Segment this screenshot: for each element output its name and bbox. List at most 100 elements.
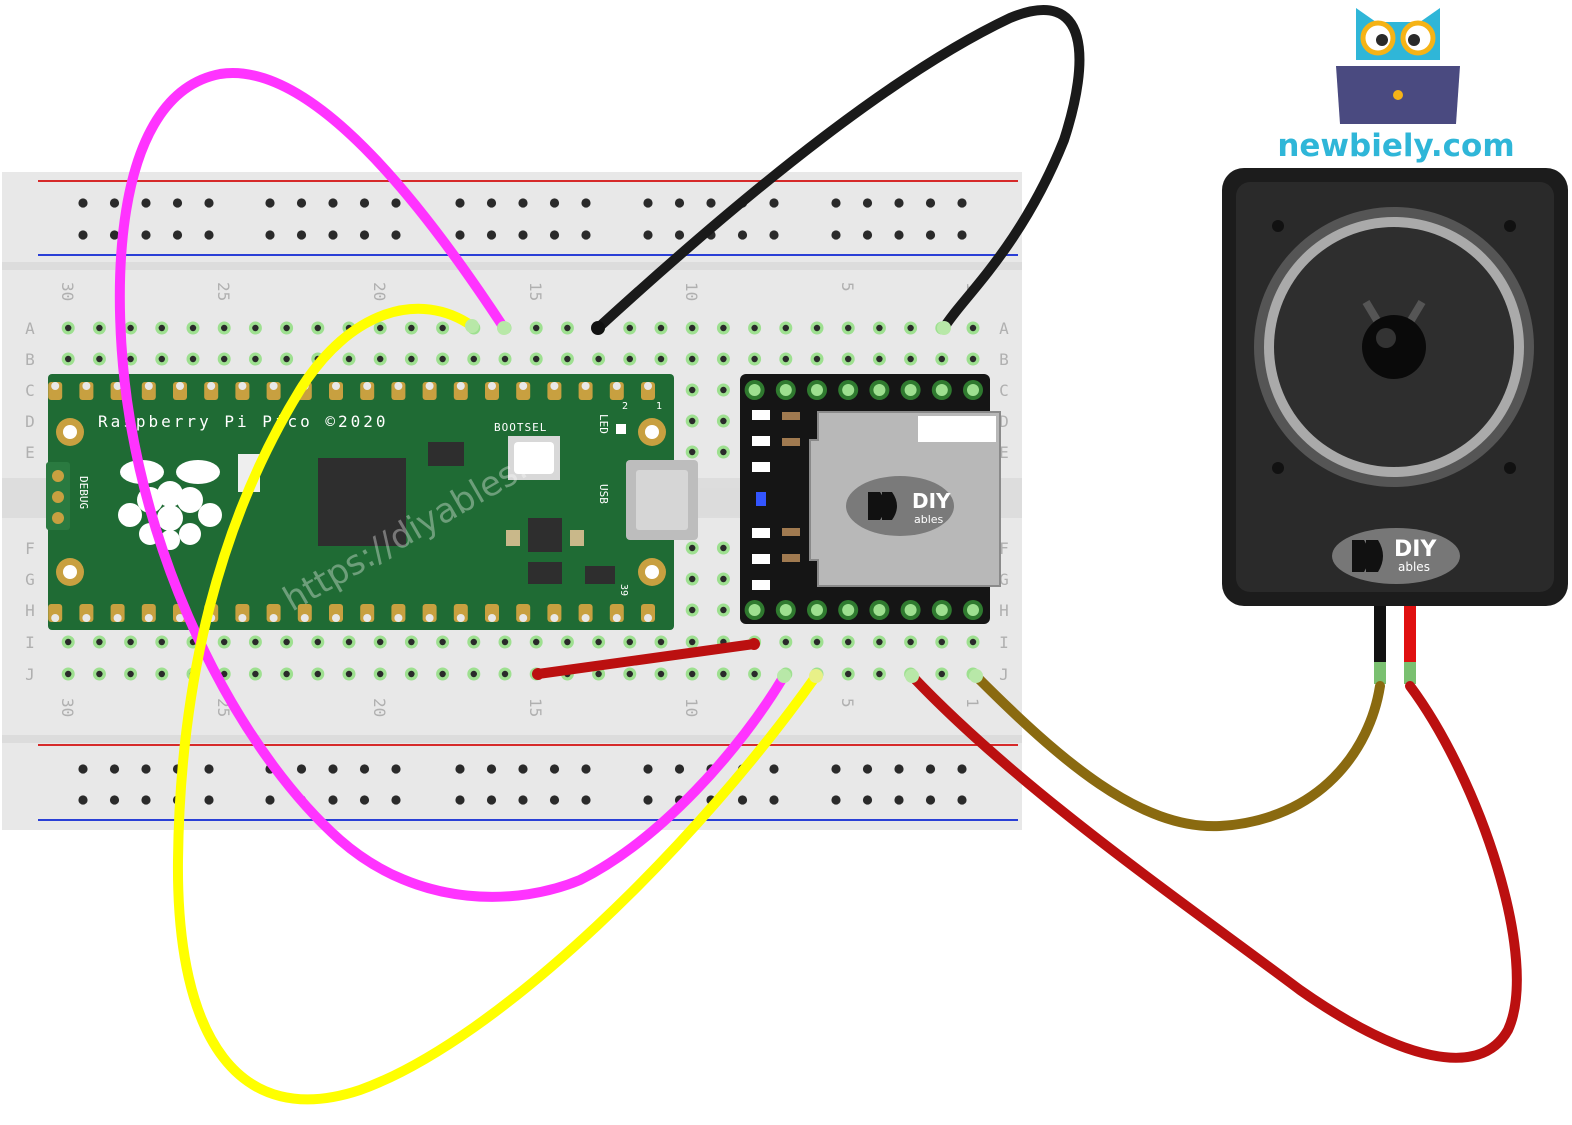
breadboard-hole: [904, 352, 918, 366]
breadboard-hole: [467, 635, 481, 649]
rail-hole: [204, 795, 214, 805]
row-letter-label: G: [999, 570, 1009, 589]
logo-text: newbiely.com: [1277, 128, 1514, 164]
rail-hole: [109, 764, 120, 774]
breadboard-hole: [654, 352, 668, 366]
rail-hole: [674, 764, 685, 774]
rail-hole: [581, 198, 591, 208]
mp3-module-led: [756, 492, 766, 506]
breadboard-hole: [685, 667, 699, 681]
breadboard-hole: [342, 667, 356, 681]
breadboard-hole: [935, 352, 949, 366]
pico-pin39-label: 39: [618, 584, 629, 596]
rail-hole: [359, 764, 370, 774]
rail-hole: [391, 764, 401, 774]
rail-hole: [141, 230, 151, 240]
breadboard-hole: [779, 635, 793, 649]
pico-pin2-label: 2: [622, 401, 628, 412]
sd-card-slot-window: [918, 416, 996, 442]
mp3-module-pin-hole: [811, 604, 823, 616]
breadboard-hole: [748, 667, 762, 681]
rail-hole: [359, 795, 370, 805]
pico-pin-hole: [581, 614, 590, 622]
pico-pin-hole: [51, 382, 60, 390]
row-letter-label: H: [25, 601, 35, 620]
breadboard-hole: [404, 352, 418, 366]
rail-hole: [486, 795, 497, 805]
breadboard-hole: [716, 603, 730, 617]
pico-pin-hole: [644, 382, 652, 390]
breadboard-hole: [623, 321, 637, 335]
rail-hole: [894, 198, 904, 208]
pico-rp2040-chip: [318, 458, 406, 546]
breadboard-hole: [966, 321, 980, 335]
pico-pin-hole: [113, 382, 122, 390]
breadboard-hole: [904, 321, 918, 335]
rail-hole: [455, 795, 465, 805]
breadboard-hole: [373, 635, 387, 649]
speaker-dust-cap-highlight: [1376, 328, 1396, 348]
pico-pin-hole: [456, 382, 465, 390]
pico-debug-pad: [52, 470, 64, 482]
rail-hole: [643, 198, 653, 208]
rail-hole: [581, 795, 591, 805]
rail-hole: [328, 795, 338, 805]
breadboard-hole: [404, 635, 418, 649]
breadboard-hole: [529, 321, 543, 335]
rail-hole: [862, 764, 873, 774]
rail-hole: [204, 764, 214, 774]
row-letter-label: J: [25, 665, 35, 684]
breadboard-hole: [623, 635, 637, 649]
pico-mount-hole-center: [63, 425, 77, 439]
row-letter-label: E: [25, 443, 35, 462]
pico-pin-hole: [82, 382, 91, 390]
row-letter-label: C: [999, 381, 1009, 400]
breadboard-hole: [186, 352, 200, 366]
red-wire-speaker: [907, 671, 1522, 1063]
breadboard-hole: [810, 635, 824, 649]
pico-debug-pad: [52, 512, 64, 524]
row-letter-label: A: [999, 319, 1009, 338]
breadboard-hole: [748, 352, 762, 366]
breadboard-hole: [124, 635, 138, 649]
black-wire: [593, 5, 1085, 333]
breadboard-hole: [592, 635, 606, 649]
rail-hole: [643, 795, 653, 805]
magenta-wire: [114, 68, 789, 902]
rail-hole: [549, 198, 560, 208]
rail-hole: [109, 198, 120, 208]
breadboard-hole: [92, 635, 106, 649]
column-number-label: 10: [682, 698, 701, 717]
pico-pin-hole: [300, 614, 309, 622]
pico-pin-hole: [51, 614, 60, 622]
rail-hole: [706, 198, 716, 208]
column-number-label: 20: [370, 698, 389, 717]
mp3-module-pin-hole: [935, 604, 948, 616]
rail-hole: [265, 795, 275, 805]
rail-hole: [328, 764, 338, 774]
speaker-brand-top: DIY: [1394, 537, 1437, 562]
breadboard-hole: [654, 667, 668, 681]
breadboard-hole: [716, 667, 730, 681]
breadboard-hole: [155, 667, 169, 681]
pico-bootsel-cap: [514, 442, 554, 474]
breadboard-hole: [92, 667, 106, 681]
column-number-label: 30: [58, 282, 77, 301]
rail-hole: [769, 764, 779, 774]
breadboard-hole: [498, 667, 512, 681]
mp3-module-smd-parts: [752, 410, 800, 590]
breadboard-hole: [935, 635, 949, 649]
rail-hole: [141, 795, 151, 805]
breadboard-hole: [560, 352, 574, 366]
breadboard-hole: [560, 321, 574, 335]
pico-pin-hole: [207, 382, 216, 390]
pico-smd-chip: [528, 562, 562, 584]
column-number-label: 1: [963, 698, 982, 708]
mp3-module-pin-hole: [873, 604, 886, 616]
column-number-label: 10: [682, 282, 701, 301]
pico-pin1-label: 1: [656, 401, 662, 412]
pico-debug-pad: [52, 491, 64, 503]
rail-hole: [265, 230, 275, 240]
